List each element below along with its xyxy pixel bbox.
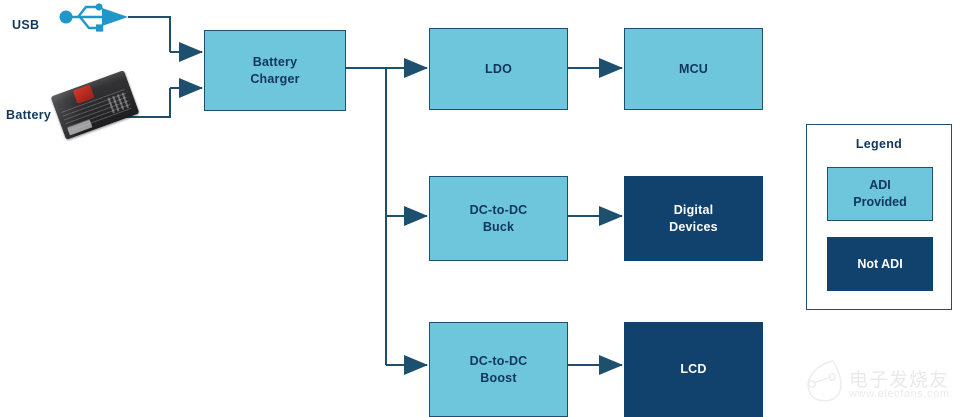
legend-title: Legend xyxy=(855,137,903,151)
block-lcd[interactable]: LCD xyxy=(624,322,763,417)
block-dc-dc-boost[interactable]: DC-to-DC Boost xyxy=(429,322,568,417)
block-ldo[interactable]: LDO xyxy=(429,28,568,110)
block-dc-dc-buck[interactable]: DC-to-DC Buck xyxy=(429,176,568,261)
source-label-battery: Battery xyxy=(6,108,52,122)
watermark-text-url: www.elecfans.com xyxy=(849,388,950,400)
block-mcu[interactable]: MCU xyxy=(624,28,763,110)
usb-icon xyxy=(59,3,128,32)
watermark-logo-icon xyxy=(807,360,842,402)
legend-panel: Legend ADI Provided Not ADI xyxy=(806,124,952,310)
source-label-usb: USB xyxy=(12,18,40,32)
block-digital-devices[interactable]: Digital Devices xyxy=(624,176,763,261)
legend-swatch-adi-provided: ADI Provided xyxy=(827,167,933,221)
block-battery-charger[interactable]: Battery Charger xyxy=(204,30,346,111)
battery-photo xyxy=(50,70,140,140)
watermark-text-cn: 电子发烧友 xyxy=(849,369,950,391)
legend-swatch-not-adi: Not ADI xyxy=(827,237,933,291)
watermark: 电子发烧友 www.elecfans.com xyxy=(803,357,949,413)
